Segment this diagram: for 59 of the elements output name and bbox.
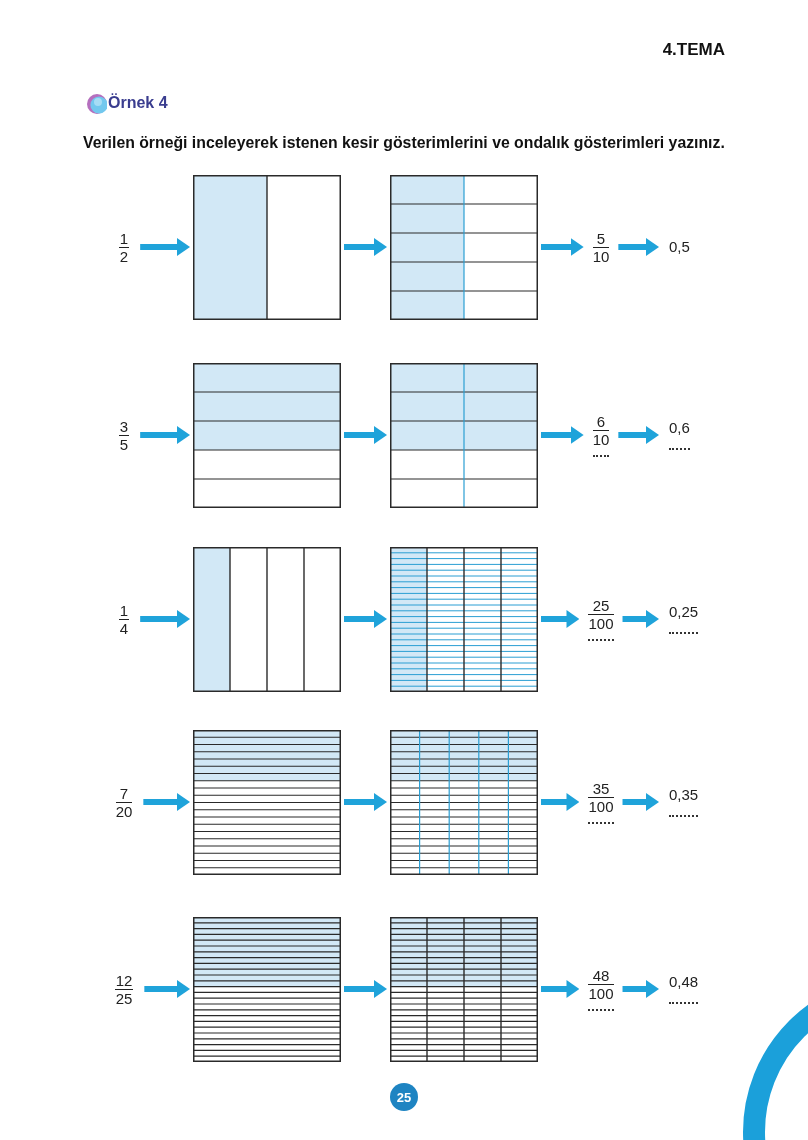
shaded-grid <box>193 546 341 692</box>
heading: Örnek 4 <box>108 94 168 112</box>
shaded-grid <box>193 362 341 508</box>
instruction-text: Verilen örneği inceleyerek istenen kesir gösterimlerini ve ondalık gösterimleri yazınız. <box>83 134 725 152</box>
arrow <box>622 610 659 628</box>
arrow <box>140 238 190 256</box>
shaded-grid <box>390 174 538 320</box>
arrow <box>140 426 190 444</box>
shaded-grid <box>390 916 538 1062</box>
arrow <box>143 793 190 811</box>
shaded-grid <box>193 729 341 875</box>
numerator: 6 <box>592 413 610 431</box>
arrow <box>541 610 580 628</box>
decimal-number: 0,48 <box>669 974 699 990</box>
numerator: 1 <box>118 602 130 620</box>
shaded-grid <box>193 916 341 1062</box>
denominator: 25 <box>114 989 134 1006</box>
denominator: 100 <box>588 797 614 814</box>
arrow <box>541 980 580 998</box>
shaded-grid <box>390 362 538 508</box>
denominator: 10 <box>592 247 610 264</box>
numerator: 5 <box>592 230 610 248</box>
numerator: 35 <box>588 780 614 798</box>
arrow <box>541 793 580 811</box>
arrow <box>622 980 659 998</box>
decimal-number: 0,35 <box>669 787 699 803</box>
arrow <box>344 980 387 998</box>
denominator: 100 <box>588 984 614 1001</box>
arrow <box>622 793 659 811</box>
numerator: 48 <box>588 967 614 985</box>
page-number: 25 <box>390 1083 418 1111</box>
arrow <box>140 610 190 628</box>
denominator: 100 <box>588 614 614 631</box>
arrow <box>144 980 190 998</box>
arrow <box>344 238 387 256</box>
arrow <box>344 426 387 444</box>
denominator: 2 <box>118 247 130 264</box>
shaded-grid <box>390 546 538 692</box>
numerator: 3 <box>118 418 130 436</box>
numerator: 12 <box>114 972 134 990</box>
arrow <box>344 793 387 811</box>
numerator: 1 <box>118 230 130 248</box>
arrow <box>618 426 659 444</box>
numerator: 25 <box>588 597 614 615</box>
denominator: 20 <box>115 802 133 819</box>
denominator: 4 <box>118 619 130 636</box>
numerator: 7 <box>115 785 133 803</box>
arrow <box>618 238 659 256</box>
shaded-grid <box>390 729 538 875</box>
shaded-grid <box>193 174 341 320</box>
arrow <box>541 238 584 256</box>
arrow <box>541 426 584 444</box>
section-header: 4.TEMA <box>662 40 725 60</box>
decimal-number: 0,25 <box>669 604 699 620</box>
decimal-number: 0,5 <box>669 239 690 255</box>
arrow <box>344 610 387 628</box>
denominator: 10 <box>592 430 610 447</box>
decimal-number: 0,6 <box>669 420 690 436</box>
denominator: 5 <box>118 435 130 452</box>
